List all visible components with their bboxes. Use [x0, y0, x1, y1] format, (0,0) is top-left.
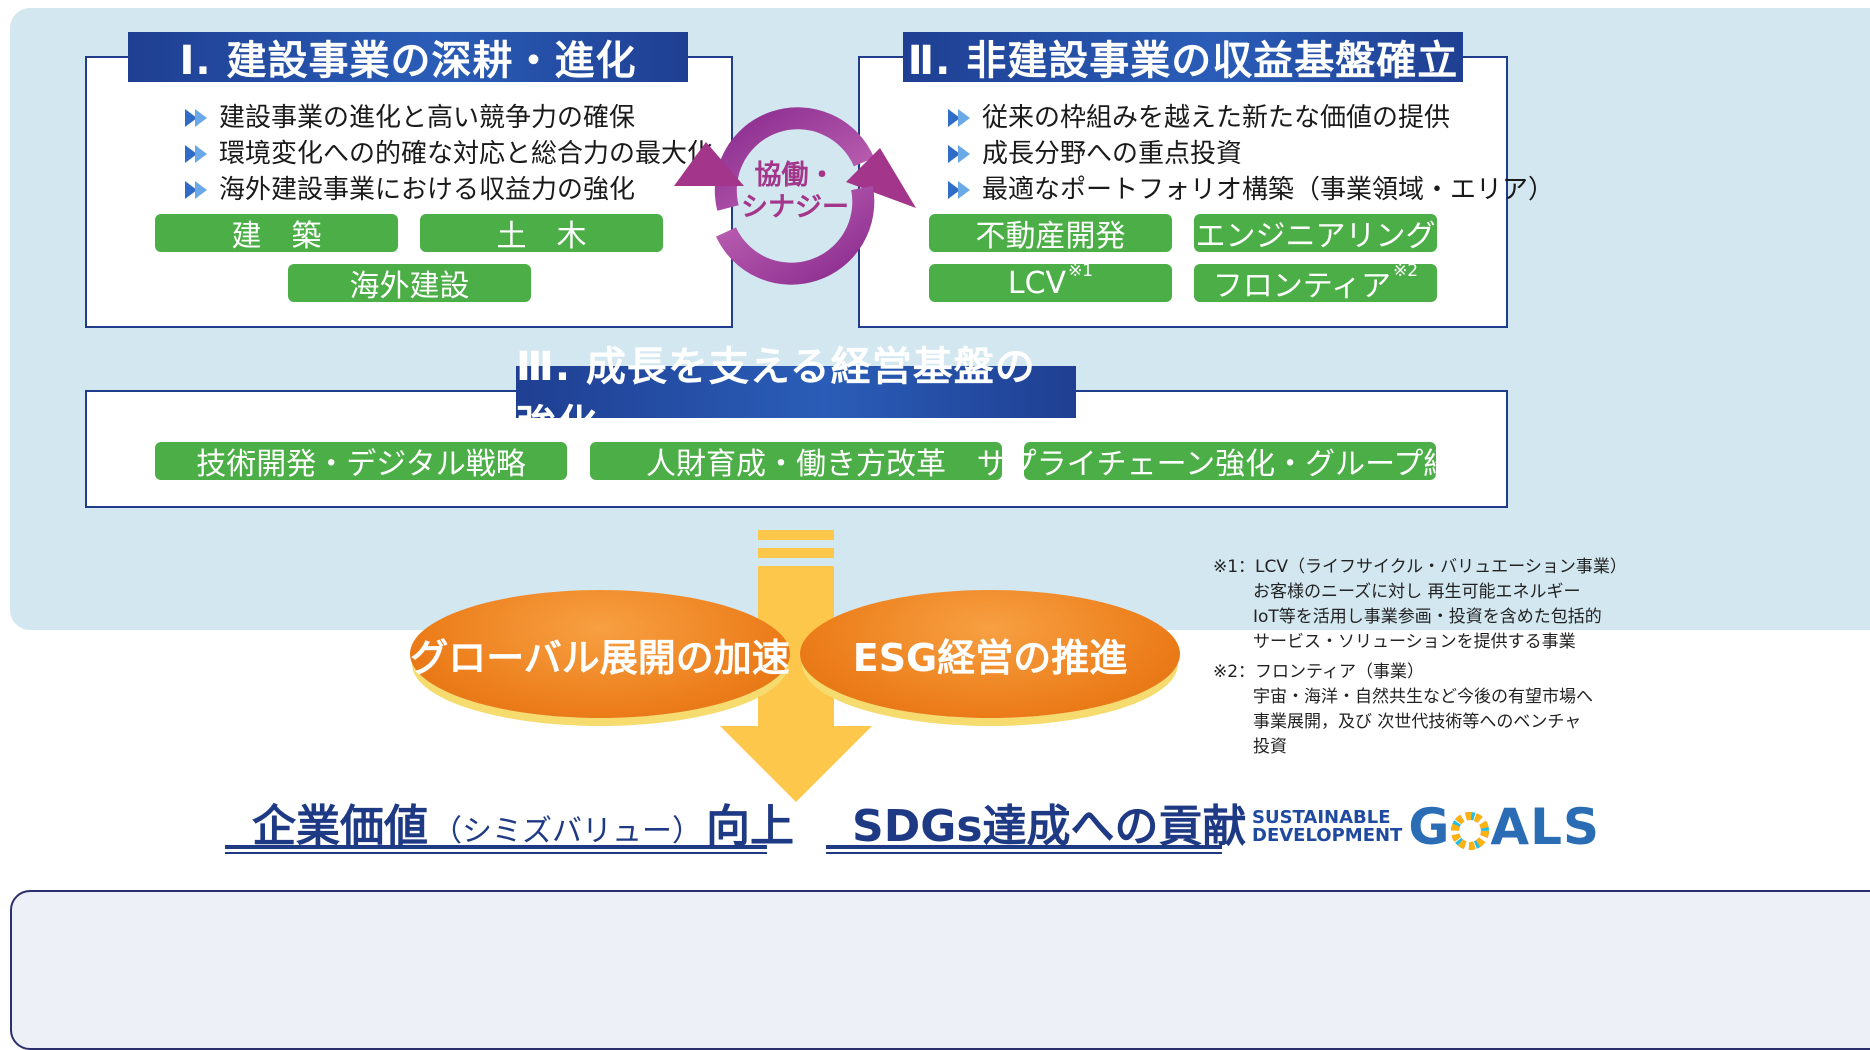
bullet-arrow-icon: [185, 145, 207, 163]
section2-title: Ⅱ. 非建設事業の収益基盤確立: [903, 32, 1463, 84]
section1-bullet: 環境変化への的確な対応と総合力の最大化: [185, 136, 713, 172]
tag-supply-chain: サプライチェーン強化・グループ経営: [977, 442, 1483, 482]
note1: ※1：LCV（ライフサイクル・バリュエーション事業） お客様のニーズに対し 再生…: [1213, 557, 1627, 652]
section2-bullet: 成長分野への重点投資: [948, 136, 1554, 172]
tag-real-estate: 不動産開発: [929, 214, 1172, 254]
bullet-arrow-icon: [948, 109, 970, 127]
tag-civil: 土 木: [420, 214, 663, 254]
tag-frontier: フロンティア※2: [1194, 261, 1437, 304]
tag-tech-digital: 技術開発・デジタル戦略: [155, 442, 567, 482]
section2-bullets: 従来の枠組みを越えた新たな価値の提供 成長分野への重点投資 最適なポートフォリオ…: [948, 100, 1554, 208]
goal2-underline-thin: [826, 852, 1222, 854]
tag-architecture: 建 築: [155, 214, 398, 254]
section1-bullets: 建設事業の進化と高い競争力の確保 環境変化への的確な対応と総合力の最大化 海外建…: [185, 100, 713, 208]
note-mark-2: ※2: [1393, 261, 1419, 281]
section1-bullet: 海外建設事業における収益力の強化: [185, 172, 713, 208]
goal2-underline: [826, 845, 1222, 849]
sdgs-logo: SUSTAINABLE DEVELOPMENT G ALS: [1252, 798, 1600, 856]
section2-bullet: 従来の枠組みを越えた新たな価値の提供: [948, 100, 1554, 136]
note-mark-1: ※1: [1068, 261, 1094, 281]
ellipse-esg: ESG経営の推進: [800, 590, 1180, 718]
goal-corporate-value: 企業価値 （シミズバリュー） 向上: [252, 801, 794, 852]
sdgs-wheel-icon: [1451, 811, 1490, 850]
bottom-panel: [10, 890, 1870, 1050]
section1-title: Ⅰ. 建設事業の深耕・進化: [128, 32, 688, 84]
tag-lcv: LCV※1: [929, 261, 1172, 302]
cycle-label: 協働・ シナジー: [741, 160, 849, 223]
section3-title: Ⅲ. 成長を支える経営基盤の強化: [516, 344, 1076, 448]
ellipse-global: グローバル展開の加速: [410, 590, 790, 718]
bullet-arrow-icon: [948, 145, 970, 163]
goal1-underline-thin: [225, 852, 767, 854]
section1-bullet: 建設事業の進化と高い競争力の確保: [185, 100, 713, 136]
section2-bullet: 最適なポートフォリオ構築（事業領域・エリア）: [948, 172, 1554, 208]
bullet-arrow-icon: [185, 109, 207, 127]
cycle-arrows-icon: [674, 107, 916, 285]
tag-overseas: 海外建設: [288, 264, 531, 304]
tag-engineering: エンジニアリング: [1194, 214, 1437, 254]
bullet-arrow-icon: [185, 181, 207, 199]
bullet-arrow-icon: [948, 181, 970, 199]
goal1-underline: [225, 845, 767, 849]
goal-sdgs: SDGs達成への貢献: [852, 801, 1247, 852]
tag-hr-workstyle: 人財育成・働き方改革: [590, 442, 1002, 482]
note2: ※2：フロンティア（事業） 宇宙・海洋・自然共生など今後の有望市場へ 事業展開，…: [1213, 662, 1593, 757]
